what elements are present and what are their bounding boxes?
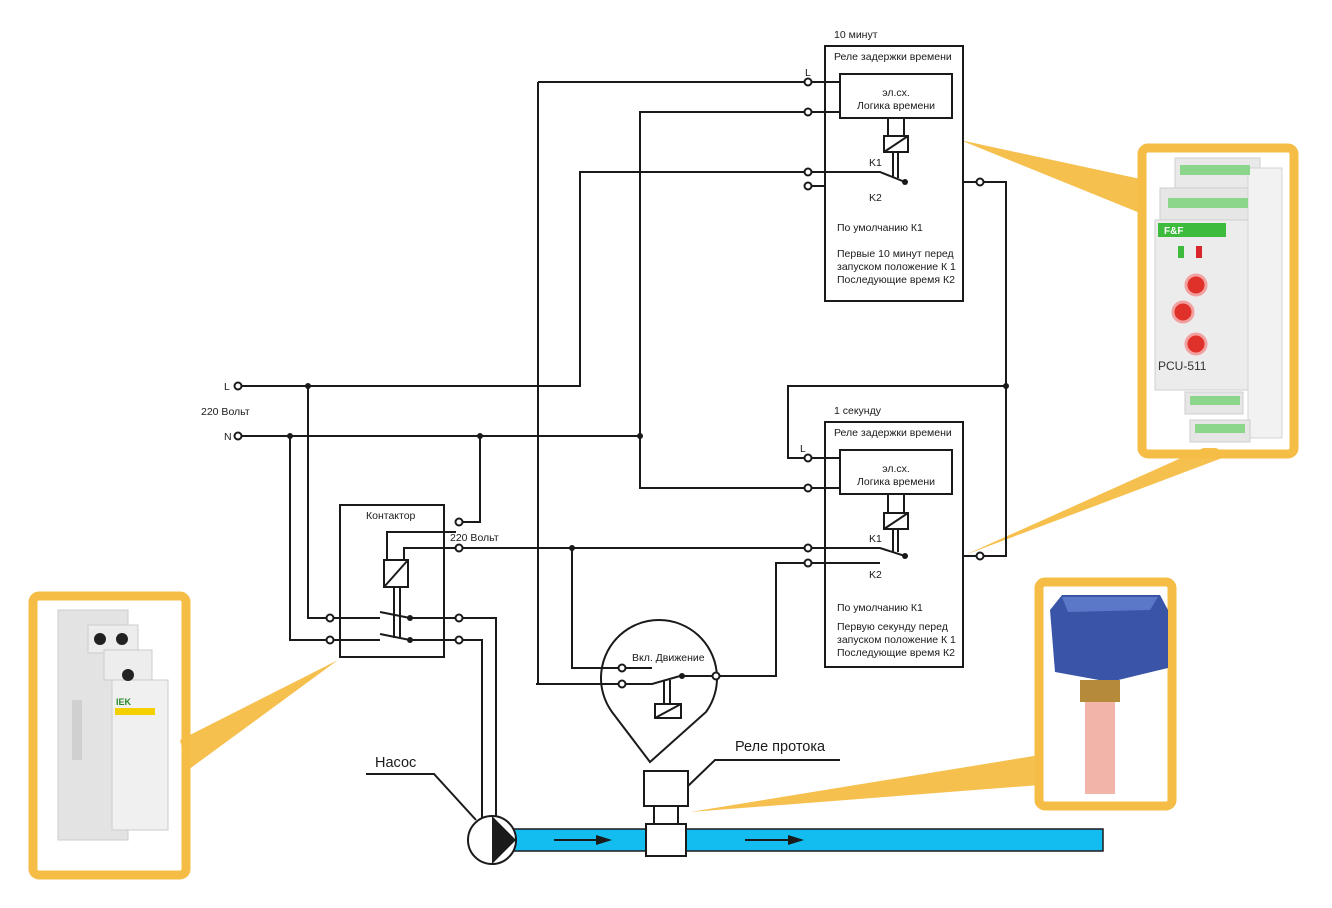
relay-top-logic-line2: Логика времени xyxy=(857,100,935,112)
relay-top-k2-label: K2 xyxy=(869,192,882,204)
callout-timer-relay-2 xyxy=(965,445,1230,555)
callout-flow-switch xyxy=(690,755,1040,812)
relay-bottom-desc2: запуском положение К 1 xyxy=(837,634,956,646)
callout-timer-relay xyxy=(960,140,1145,215)
supply-l-terminal xyxy=(233,381,243,391)
flow-switch-detail: Вкл. Движение xyxy=(536,619,721,764)
flow-switch-contact-label: Вкл. Движение xyxy=(632,652,705,664)
relay-top-desc3: Последующие время К2 xyxy=(837,274,955,286)
contactor-photo: IEK xyxy=(28,591,191,880)
relay-top-title: Реле задержки времени xyxy=(834,51,952,63)
supply-terminals: L N 220 Вольт xyxy=(201,381,250,443)
flow-sensor-body xyxy=(645,823,687,857)
pump-caption: Насос xyxy=(375,755,416,771)
relay-bottom-desc1: Первую секунду перед xyxy=(837,621,948,633)
time-relay-10min: 10 минут Реле задержки времени эл.сх. Ло… xyxy=(803,29,985,302)
time-relay-1sec: 1 секунду Реле задержки времени эл.сх. Л… xyxy=(800,405,985,668)
supply-voltage-label: 220 Вольт xyxy=(201,406,250,418)
flow-switch-photo xyxy=(1034,577,1177,811)
relay-bottom-input-label: L xyxy=(800,443,806,455)
timer-relay-photo: F&F PCU-511 xyxy=(1137,143,1299,459)
relay-bottom-time-label: 1 секунду xyxy=(834,405,882,417)
relay-top-time-label: 10 минут xyxy=(834,29,878,41)
relay-top-logic-block xyxy=(839,73,953,119)
relay-bottom-default: По умолчанию К1 xyxy=(837,602,923,614)
relay-top-logic-line1: эл.сх. xyxy=(882,87,910,99)
relay-top-input-label: L xyxy=(805,67,811,79)
flow-switch-balloon xyxy=(600,619,718,764)
flow-switch-caption: Реле протока xyxy=(735,739,826,755)
relay-top-desc1: Первые 10 минут перед xyxy=(837,248,954,260)
flow-arrow-icon xyxy=(788,835,804,845)
relay-bottom-logic-block xyxy=(839,449,953,495)
supply-l-label: L xyxy=(224,381,230,393)
callout-contactor xyxy=(180,660,338,770)
relay-bottom-logic-line1: эл.сх. xyxy=(882,463,910,475)
relay-bottom-logic-line2: Логика времени xyxy=(857,476,935,488)
pipeline: Насос Реле протока xyxy=(366,739,1104,865)
contactor: Контактор 220 Вольт xyxy=(325,504,499,658)
flow-arrow-icon xyxy=(596,835,612,845)
relay-bottom-k2-label: K2 xyxy=(869,569,882,581)
flow-sensor-head xyxy=(643,770,689,807)
relay-bottom-title: Реле задержки времени xyxy=(834,427,952,439)
relay-top-desc2: запуском положение К 1 xyxy=(837,261,956,273)
relay-bottom-k1-label: K1 xyxy=(869,533,882,545)
junction-dots xyxy=(287,383,1009,551)
contactor-brand: IEK xyxy=(116,697,132,707)
relay-bottom-desc3: Последующие время К2 xyxy=(837,647,955,659)
relay-top-k1-label: K1 xyxy=(869,157,882,169)
supply-n-terminal xyxy=(233,431,243,441)
contactor-title: Контактор xyxy=(366,510,416,522)
timer-brand: F&F xyxy=(1164,226,1183,237)
timer-model: PCU-511 xyxy=(1158,359,1207,373)
contactor-voltage-label: 220 Вольт xyxy=(450,532,499,544)
relay-top-default: По умолчанию К1 xyxy=(837,222,923,234)
supply-n-label: N xyxy=(224,431,232,443)
